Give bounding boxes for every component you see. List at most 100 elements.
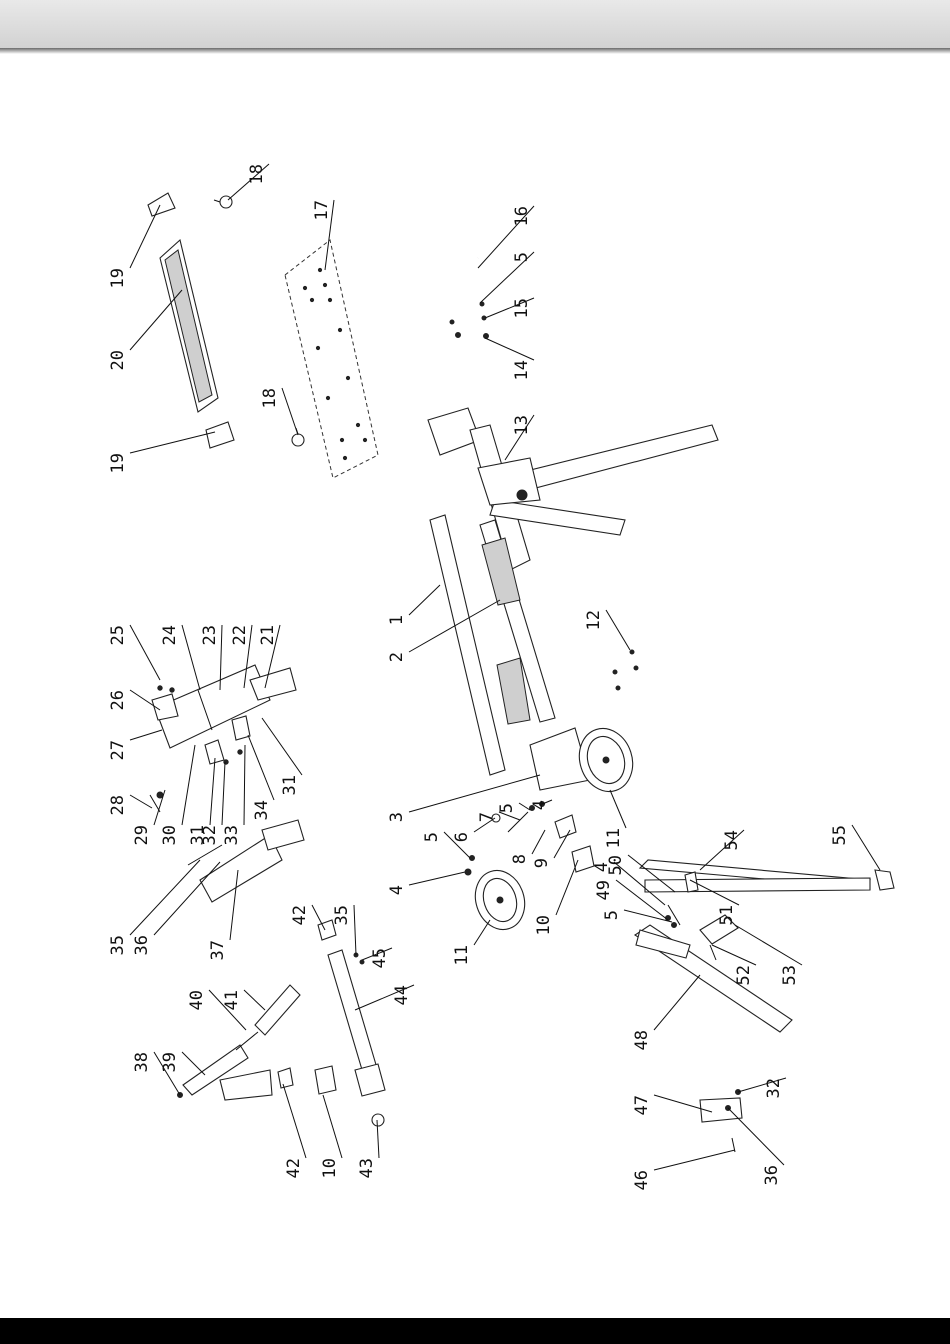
callout-label: 12 xyxy=(584,610,604,630)
callout-label: 14 xyxy=(512,360,532,380)
leader-line xyxy=(130,432,215,453)
callout-label: 36 xyxy=(762,1165,782,1185)
leader-line xyxy=(728,1108,784,1165)
leader-line xyxy=(606,610,630,650)
callout-c2: 2 xyxy=(387,600,500,662)
callout-label: 35 xyxy=(108,935,128,955)
leader-line xyxy=(532,830,545,854)
callout-c27: 27 xyxy=(108,730,162,760)
callout-c36b: 36 xyxy=(728,1108,784,1185)
callout-label: 28 xyxy=(108,795,128,815)
leader-line xyxy=(354,905,356,955)
leader-line xyxy=(222,762,225,825)
foot-55 xyxy=(875,870,894,890)
leader-line xyxy=(519,803,530,810)
leader-line xyxy=(130,860,200,935)
callout-c25: 25 xyxy=(108,625,160,680)
callout-label: 16 xyxy=(512,206,532,226)
leg-frame xyxy=(428,408,718,570)
leader-line xyxy=(654,975,700,1030)
callout-c18b: 18 xyxy=(260,388,298,435)
callout-c43: 43 xyxy=(357,1120,379,1178)
callout-c10a: 10 xyxy=(534,860,578,935)
callout-c39: 39 xyxy=(160,1052,205,1075)
leader-line xyxy=(248,735,274,800)
callout-label: 39 xyxy=(160,1052,180,1072)
callout-label: 27 xyxy=(108,740,128,760)
clamp-assembly-upper xyxy=(152,665,296,764)
callout-label: 42 xyxy=(290,905,310,925)
callout-c4b: 4 xyxy=(530,800,552,810)
callout-c5b: 5 xyxy=(497,803,530,813)
callout-label: 3 xyxy=(387,812,407,822)
leader-line xyxy=(130,730,162,740)
callout-label: 42 xyxy=(284,1158,304,1178)
callout-c34: 34 xyxy=(248,735,274,820)
callout-c4a: 4 xyxy=(387,872,465,895)
callout-label: 19 xyxy=(108,453,128,473)
callout-label: 9 xyxy=(532,858,552,868)
callout-label: 15 xyxy=(512,298,532,318)
callout-label: 33 xyxy=(222,825,242,845)
leader-line xyxy=(409,585,440,615)
leader-line xyxy=(283,1084,306,1158)
leader-line xyxy=(182,1052,205,1075)
callout-label: 6 xyxy=(452,832,472,842)
callout-label: 43 xyxy=(357,1158,377,1178)
callout-c12: 12 xyxy=(584,610,630,650)
callout-label: 36 xyxy=(132,935,152,955)
callout-label: 34 xyxy=(252,800,272,820)
callout-label: 21 xyxy=(258,625,278,645)
callout-label: 45 xyxy=(370,948,390,968)
callout-c28: 28 xyxy=(108,795,152,815)
callout-c10b: 10 xyxy=(320,1095,342,1178)
callout-c32b: 32 xyxy=(738,1078,786,1098)
leader-line xyxy=(610,790,626,828)
callout-label: 23 xyxy=(200,625,220,645)
callout-label: 32 xyxy=(764,1078,784,1098)
platform-bracket-bottom xyxy=(206,422,234,448)
platform-bracket-top xyxy=(148,193,175,216)
callout-c45: 45 xyxy=(362,948,392,968)
leader-line xyxy=(485,338,534,360)
knob-bottom xyxy=(292,428,304,446)
callout-label: 44 xyxy=(392,985,412,1005)
callout-c13: 13 xyxy=(505,415,534,460)
callout-label: 1 xyxy=(387,615,407,625)
leader-line xyxy=(556,860,578,915)
clamp-assembly-lower xyxy=(150,792,304,902)
leader-line xyxy=(852,825,880,870)
leader-line xyxy=(182,625,200,690)
leader-line xyxy=(409,872,465,885)
leader-line xyxy=(282,388,298,435)
callout-label: 46 xyxy=(632,1170,652,1190)
callout-c54: 54 xyxy=(700,830,744,870)
leader-line xyxy=(262,718,302,775)
leader-line xyxy=(624,910,672,922)
callout-label: 54 xyxy=(722,830,742,850)
callout-label: 38 xyxy=(132,1052,152,1072)
hardware-12 xyxy=(613,650,638,690)
callout-label: 5 xyxy=(512,252,532,262)
callout-c14: 14 xyxy=(485,338,534,380)
leader-line xyxy=(130,795,152,808)
callout-c5c: 5 xyxy=(480,252,534,303)
leader-line xyxy=(409,775,540,812)
callout-c44: 44 xyxy=(355,985,414,1010)
callout-label: 40 xyxy=(187,990,207,1010)
callout-label: 48 xyxy=(632,1030,652,1050)
callout-c15: 15 xyxy=(485,298,534,318)
callout-c1: 1 xyxy=(387,585,440,625)
callout-c35b: 35 xyxy=(332,905,356,955)
callout-label: 8 xyxy=(510,854,530,864)
callout-c11b: 11 xyxy=(604,790,626,848)
leader-line xyxy=(130,205,160,268)
callout-label: 26 xyxy=(108,690,128,710)
callout-c17: 17 xyxy=(312,200,334,270)
callout-label: 5 xyxy=(602,910,622,920)
leader-line xyxy=(244,745,245,825)
callout-c46: 46 xyxy=(632,1150,735,1190)
callout-label: 53 xyxy=(780,965,800,985)
leader-line xyxy=(654,1150,735,1170)
